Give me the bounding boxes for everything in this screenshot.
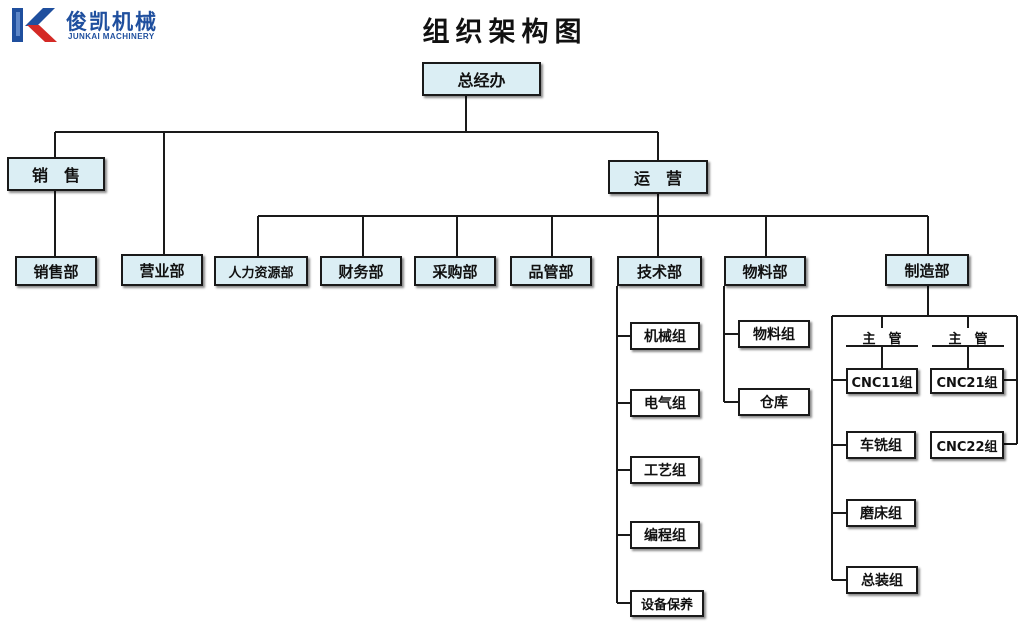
node-warehouse[interactable]: 仓库 [738,388,810,416]
node-sales-dept[interactable]: 销售部 [15,256,97,286]
node-cnc21-group[interactable]: CNC21组 [930,368,1004,394]
node-turn-mill-group[interactable]: 车铣组 [846,431,916,459]
node-materials-group[interactable]: 物料组 [738,320,810,348]
node-materials-dept[interactable]: 物料部 [724,256,806,286]
supervisor-label-right: 主 管 [948,332,988,347]
node-electrical-group[interactable]: 电气组 [630,389,700,417]
node-assembly-group[interactable]: 总装组 [846,566,918,594]
node-mechanical-group[interactable]: 机械组 [630,322,700,350]
node-process-group[interactable]: 工艺组 [630,456,700,484]
node-general-office[interactable]: 总经办 [422,62,541,96]
node-grinding-group[interactable]: 磨床组 [846,499,916,527]
logo-name-en: JUNKAI MACHINERY [68,32,155,41]
junkai-logo-icon [12,8,57,42]
node-purchasing-dept[interactable]: 采购部 [414,256,496,286]
node-hr-dept[interactable]: 人力资源部 [214,256,308,286]
node-sales[interactable]: 销 售 [7,157,105,191]
node-operations[interactable]: 运 营 [608,160,708,194]
node-cnc22-group[interactable]: CNC22组 [930,431,1004,459]
logo-name-cn: 俊凯机械 [66,10,158,34]
node-business-dept[interactable]: 营业部 [121,254,203,286]
node-cnc11-group[interactable]: CNC11组 [846,368,918,394]
node-equipment-maintenance[interactable]: 设备保养 [630,590,704,617]
node-programming-group[interactable]: 编程组 [630,521,700,549]
page-title: 组织架构图 [422,17,588,48]
node-finance-dept[interactable]: 财务部 [320,256,402,286]
node-quality-dept[interactable]: 品管部 [510,256,592,286]
supervisor-label-left: 主 管 [862,332,902,347]
node-manufacturing-dept[interactable]: 制造部 [885,254,969,286]
node-tech-dept[interactable]: 技术部 [617,256,702,286]
company-logo: 俊凯机械 JUNKAI MACHINERY [10,4,170,48]
